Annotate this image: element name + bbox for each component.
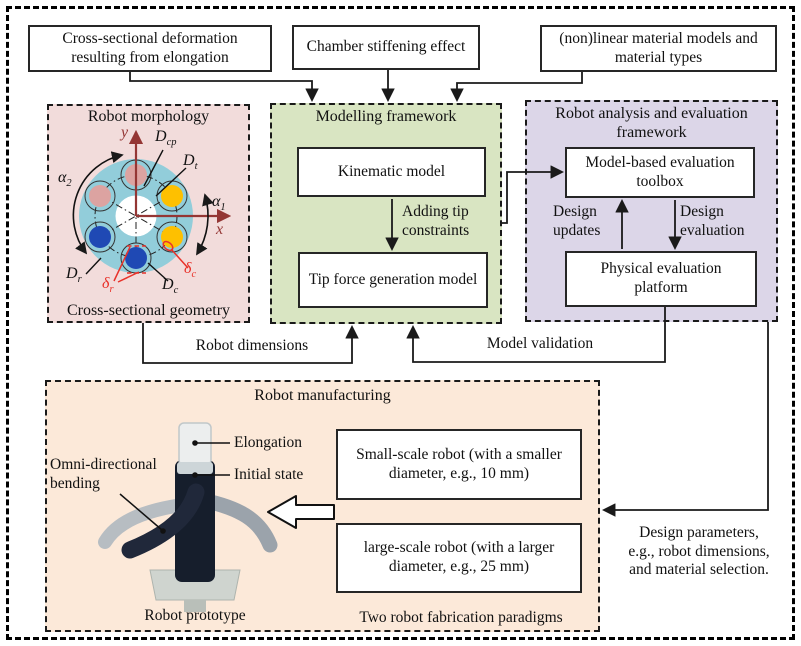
input-box-material-label: (non)linear material models and material… — [559, 29, 758, 66]
morphology-caption: Cross-sectional geometry — [66, 302, 231, 319]
label-alpha2: α2 — [58, 169, 72, 190]
large-scale-box: large-scale robot (with a larger diamete… — [336, 523, 582, 593]
kinematic-model-box: Kinematic model — [297, 147, 486, 197]
paradigms-caption: Two robot fabrication paradigms — [359, 609, 563, 626]
label-Dr: Dr — [66, 265, 82, 286]
design-evaluation-label: Design evaluation — [680, 203, 745, 239]
small-scale-label: Small-scale robot (with a smaller diamet… — [356, 445, 562, 482]
input-box-material: (non)linear material models and material… — [540, 25, 777, 72]
robot-prototype-caption: Robot prototype — [144, 607, 246, 624]
label-delta-r: δr — [102, 275, 114, 296]
adding-tip-constraints-label: Adding tip constraints — [402, 203, 470, 239]
large-scale-label: large-scale robot (with a larger diamete… — [363, 539, 555, 575]
kinematic-model-label: Kinematic model — [337, 162, 446, 180]
elongation-label: Elongation — [234, 434, 303, 451]
modelling-title: Modelling framework — [315, 108, 457, 125]
manufacturing-title: Robot manufacturing — [254, 387, 391, 404]
input-box-stiffening-label: Chamber stiffening effect — [306, 38, 466, 56]
model-validation-label: Model validation — [486, 335, 594, 352]
morphology-title: Robot morphology — [87, 108, 210, 125]
platform-label: Physical evaluation platform — [600, 260, 722, 296]
toolbox-box: Model-based evaluation toolbox — [565, 147, 755, 198]
label-delta-c: δc — [184, 260, 197, 281]
label-Dc: Dc — [162, 276, 179, 297]
input-box-deformation-label: Cross-sectional deformation resulting fr… — [62, 29, 238, 66]
label-y-axis: y — [121, 124, 129, 141]
evaluation-title: Robot analysis and evaluation framework — [555, 105, 748, 142]
panel-robot-manufacturing — [45, 380, 600, 632]
platform-box: Physical evaluation platform — [565, 251, 757, 307]
figure-outer-border — [6, 6, 795, 640]
design-parameters-label: Design parameters, e.g., robot dimension… — [628, 524, 770, 579]
input-box-stiffening: Chamber stiffening effect — [292, 25, 480, 70]
omni-bending-label: Omni-directional bending — [50, 456, 157, 492]
tip-force-label: Tip force generation model — [308, 270, 478, 288]
input-box-deformation: Cross-sectional deformation resulting fr… — [28, 25, 272, 72]
label-alpha1: α1 — [212, 193, 226, 214]
design-updates-label: Design updates — [553, 203, 601, 239]
small-scale-box: Small-scale robot (with a smaller diamet… — [336, 429, 582, 500]
label-Dcp: Dcp — [155, 128, 177, 149]
label-Dt: Dt — [183, 152, 198, 173]
robot-dimensions-label: Robot dimensions — [195, 337, 309, 354]
label-x-axis: x — [216, 221, 224, 238]
toolbox-label: Model-based evaluation toolbox — [585, 153, 735, 190]
initial-state-label: Initial state — [234, 466, 304, 483]
tip-force-box: Tip force generation model — [298, 252, 488, 308]
